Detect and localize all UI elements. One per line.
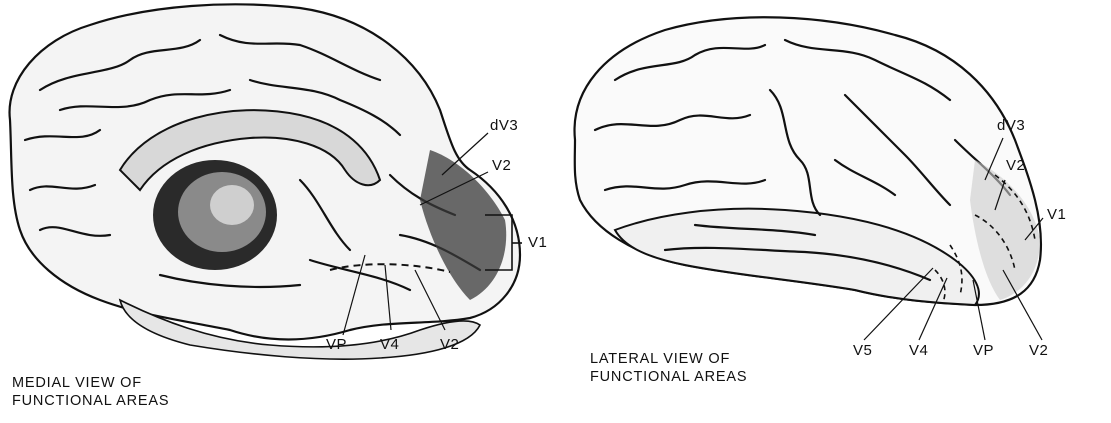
medial-label-v2-bottom: V2 (440, 336, 459, 353)
lateral-label-vp: VP (973, 342, 994, 359)
medial-view-panel: dV3 V2 V1 VP V4 V2 MEDIAL VIEW OF FUNCTI… (0, 0, 560, 423)
lateral-label-v2-bottom: V2 (1029, 342, 1048, 359)
lateral-caption: LATERAL VIEW OF FUNCTIONAL AREAS (590, 350, 747, 386)
lateral-label-dv3: dV3 (997, 117, 1025, 134)
lateral-caption-line2: FUNCTIONAL AREAS (590, 368, 747, 386)
medial-caption-line1: MEDIAL VIEW OF (12, 374, 169, 392)
lateral-label-v1: V1 (1047, 206, 1066, 223)
medial-label-vp: VP (326, 336, 347, 353)
medial-label-v4: V4 (380, 336, 399, 353)
medial-label-v2-top: V2 (492, 157, 511, 174)
medial-label-dv3: dV3 (490, 117, 518, 134)
lateral-caption-line1: LATERAL VIEW OF (590, 350, 747, 368)
lateral-label-v4: V4 (909, 342, 928, 359)
lateral-label-v2-top: V2 (1006, 157, 1025, 174)
lateral-label-v5: V5 (853, 342, 872, 359)
medial-caption: MEDIAL VIEW OF FUNCTIONAL AREAS (12, 374, 169, 410)
medial-caption-line2: FUNCTIONAL AREAS (12, 392, 169, 410)
medial-brain-illustration (0, 0, 560, 423)
medial-label-v1: V1 (528, 234, 547, 251)
lateral-view-panel: dV3 V2 V1 V5 V4 VP V2 LATERAL VIEW OF FU… (555, 0, 1111, 423)
